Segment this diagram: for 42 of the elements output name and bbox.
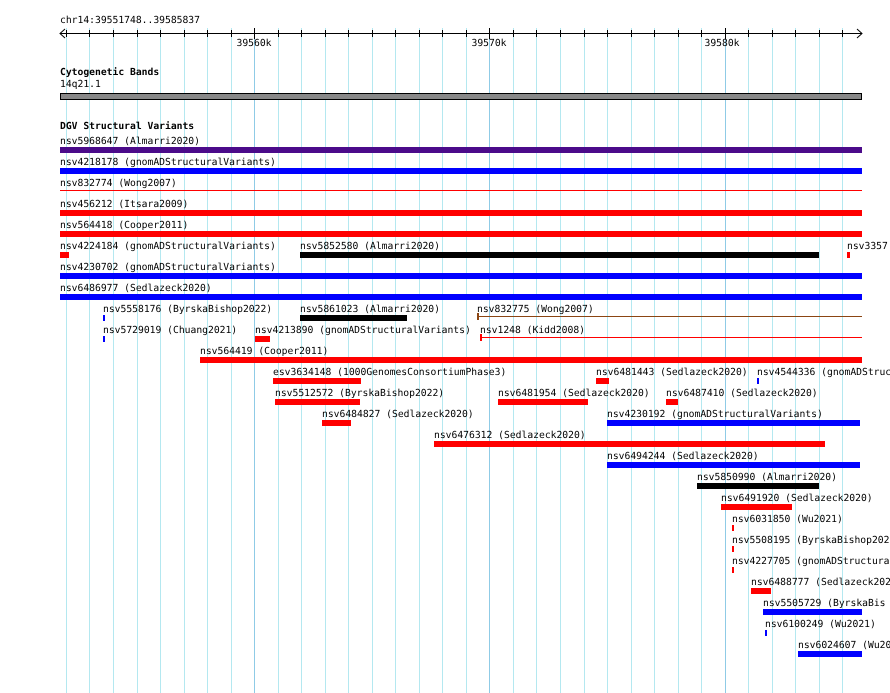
variant-label: nsv4230192 (gnomADStructuralVariants) — [607, 409, 823, 420]
variant-label: esv3634148 (1000GenomesConsortiumPhase3) — [273, 367, 506, 378]
variant-label: nsv1248 (Kidd2008) — [480, 325, 585, 336]
variant-label: nsv6486977 (Sedlazeck2020) — [60, 283, 212, 294]
variant-label: nsv564419 (Cooper2011) — [200, 346, 328, 357]
variant-label: nsv6487410 (Sedlazeck2020) — [666, 388, 818, 399]
variant-label: nsv4213890 (gnomADStructuralVariants) — [255, 325, 471, 336]
variant-label: nsv5852580 (Almarri2020) — [300, 241, 440, 252]
variant-label: nsv4227705 (gnomADStructura — [732, 556, 890, 567]
track-title: DGV Structural Variants — [60, 121, 194, 132]
tick-label: 39570k — [472, 38, 506, 49]
track-title: Cytogenetic Bands — [60, 67, 160, 78]
band-label: 14q21.1 — [60, 79, 101, 90]
variant-label: nsv6481954 (Sedlazeck2020) — [498, 388, 650, 399]
variant-label: nsv3357 — [847, 241, 888, 252]
variant-label: nsv832775 (Wong2007) — [477, 304, 594, 315]
variant-label: nsv832774 (Wong2007) — [60, 178, 177, 189]
variant-label: nsv564418 (Cooper2011) — [60, 220, 188, 231]
variant-label: nsv4218178 (gnomADStructuralVariants) — [60, 157, 276, 168]
variant-label: nsv6494244 (Sedlazeck2020) — [607, 451, 759, 462]
variant-label: nsv6484827 (Sedlazeck2020) — [322, 409, 474, 420]
tick-label: 39580k — [704, 38, 740, 49]
variant-label: nsv6488777 (Sedlazeck202 — [751, 577, 890, 588]
variant-label: nsv456212 (Itsara2009) — [60, 199, 188, 210]
region-label: chr14:39551748..39585837 — [60, 15, 200, 26]
variant-label: nsv6100249 (Wu2021) — [765, 619, 876, 630]
variant-label: nsv6491920 (Sedlazeck2020) — [721, 493, 873, 504]
tick-label: 39560k — [236, 38, 272, 49]
variant-label: nsv6481443 (Sedlazeck2020) — [596, 367, 748, 378]
variant-label: nsv5861023 (Almarri2020) — [300, 304, 440, 315]
variant-label: nsv5968647 (Almarri2020) — [60, 136, 200, 147]
variant-label: nsv5558176 (ByrskaBishop2022) — [103, 304, 272, 315]
variant-label: nsv5850990 (Almarri2020) — [697, 472, 837, 483]
variant-label: nsv5512572 (ByrskaBishop2022) — [275, 388, 444, 399]
variant-label: nsv5729019 (Chuang2021) — [103, 325, 238, 336]
variant-label: nsv4544336 (gnomADStruc — [757, 367, 890, 378]
variant-label: nsv6031850 (Wu2021) — [732, 514, 843, 525]
variant-label: nsv4224184 (gnomADStructuralVariants) — [60, 241, 276, 252]
variant-label: nsv5508195 (ByrskaBishop202 — [732, 535, 890, 546]
variant-label: nsv6476312 (Sedlazeck2020) — [434, 430, 586, 441]
variant-label: nsv4230702 (gnomADStructuralVariants) — [60, 262, 276, 273]
variant-label: nsv5505729 (ByrskaBis — [763, 598, 886, 609]
